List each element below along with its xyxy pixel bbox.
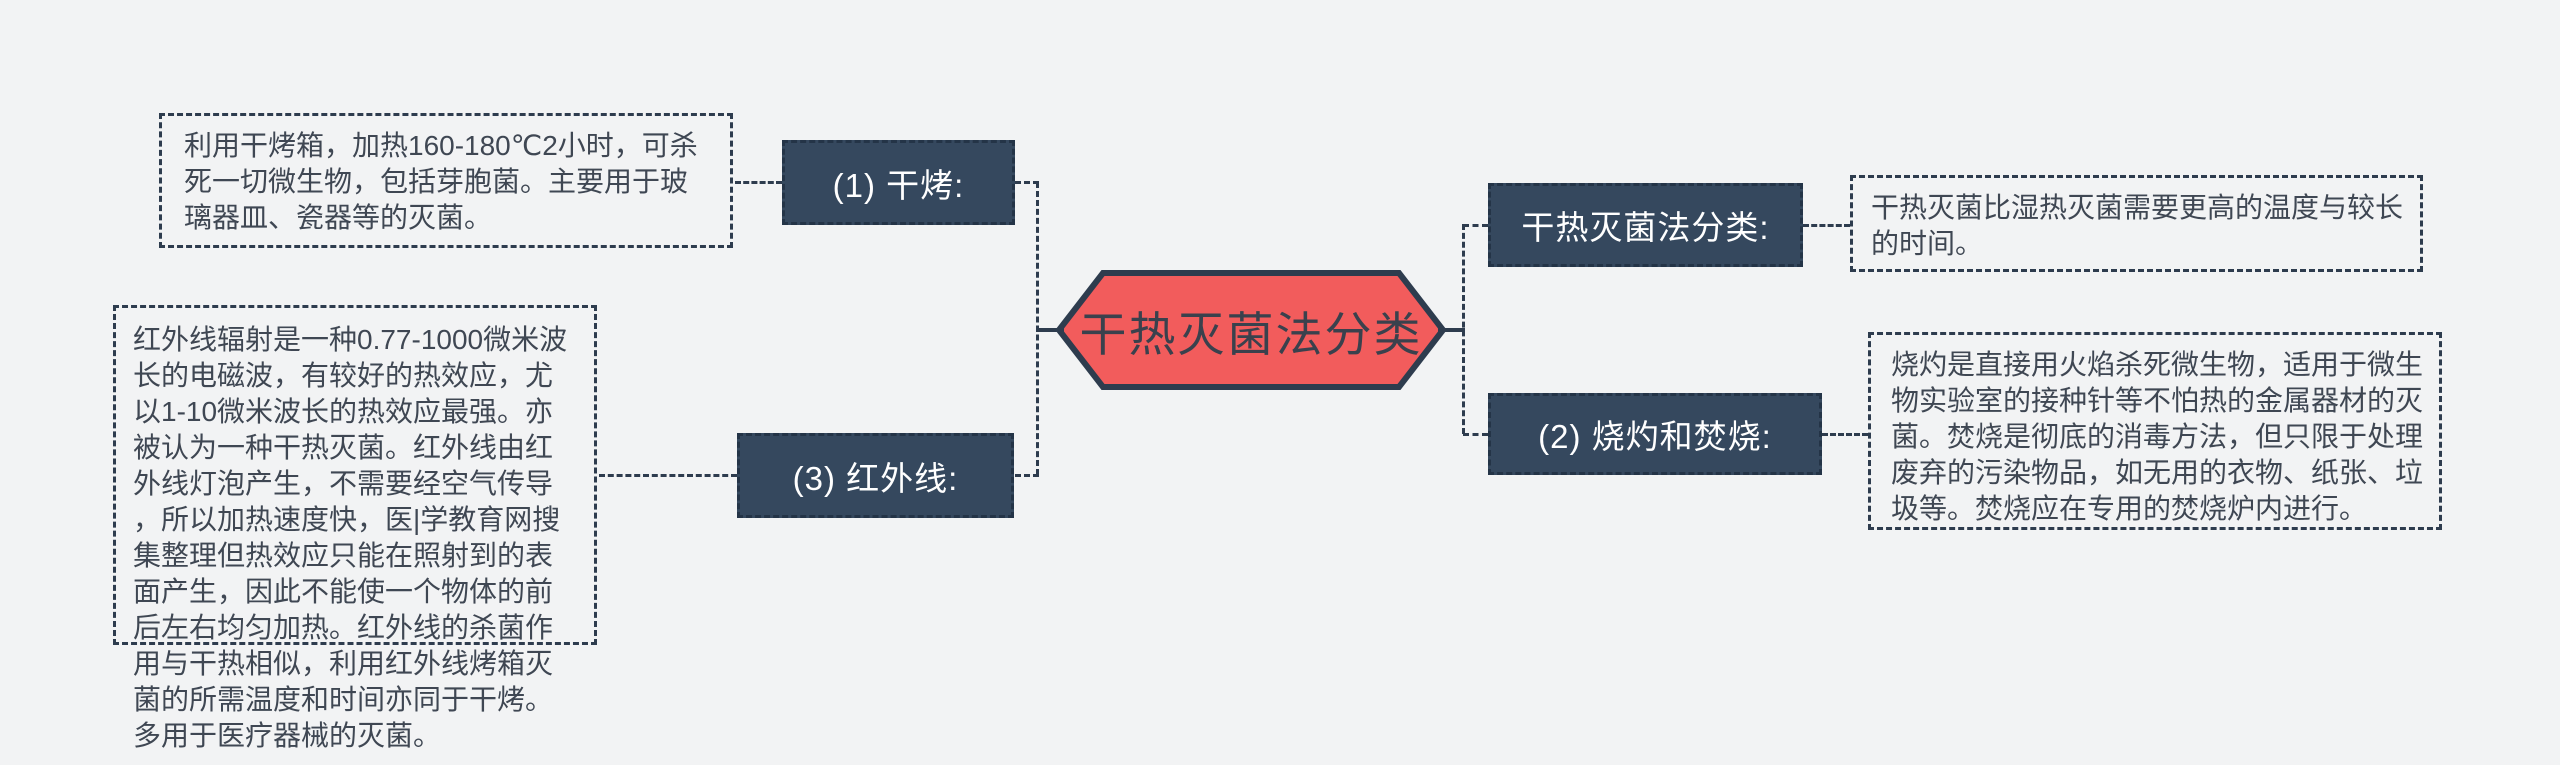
connector-root-left-stem [1036,328,1064,332]
note-box-infrared: 红外线辐射是一种0.77-1000微米波长的电磁波，有较好的热效应，尤以1-10… [113,305,597,751]
connector-trunk-to-node2 [1463,433,1488,436]
note-text-dry-bake: 利用干烤箱，加热160-180℃2小时，可杀死一切微生物，包括芽胞菌。主要用于玻… [184,130,698,233]
node-burn-incinerate: (2) 烧灼和焚烧: [1488,393,1822,475]
connector-node4-to-classnote [1803,224,1850,227]
note-box-classification: 干热灭菌比湿热灭菌需要更高的温度与较长的时间。 [1850,175,2423,272]
root-node-label: 干热灭菌法分类 [1079,307,1423,361]
node-infrared: (3) 红外线: [737,433,1014,518]
node-burn-incinerate-label: (2) 烧灼和焚烧: [1538,418,1772,455]
node-dry-bake-label: (1) 干烤: [832,166,965,204]
node-classification: 干热灭菌法分类: [1488,183,1803,267]
connector-right-trunk [1462,224,1465,434]
root-node: 干热灭菌法分类 [1055,268,1447,392]
connector-irnote-to-node3 [599,474,737,477]
connector-node3-to-trunk [1015,474,1039,477]
node-classification-label: 干热灭菌法分类: [1521,209,1770,246]
connector-root-right-stem [1438,328,1465,332]
note-box-dry-bake: 利用干烤箱，加热160-180℃2小时，可杀死一切微生物，包括芽胞菌。主要用于玻… [159,113,733,248]
node-dry-bake: (1) 干烤: [782,140,1015,225]
connector-node2-to-burnnote [1822,433,1868,436]
note-box-burn: 烧灼是直接用火焰杀死微生物，适用于微生物实验室的接种针等不怕热的金属器材的灭菌。… [1868,332,2442,530]
note-text-infrared: 红外线辐射是一种0.77-1000微米波长的电磁波，有较好的热效应，尤以1-10… [133,324,568,751]
connector-node1-to-trunk [1015,181,1039,184]
connector-drynote-to-node1 [735,181,782,184]
node-infrared-label: (3) 红外线: [792,459,959,497]
note-text-classification: 干热灭菌比湿热灭菌需要更高的温度与较长的时间。 [1871,192,2404,259]
note-text-burn: 烧灼是直接用火焰杀死微生物，适用于微生物实验室的接种针等不怕热的金属器材的灭菌。… [1891,349,2424,524]
connector-trunk-to-node4 [1463,224,1488,227]
